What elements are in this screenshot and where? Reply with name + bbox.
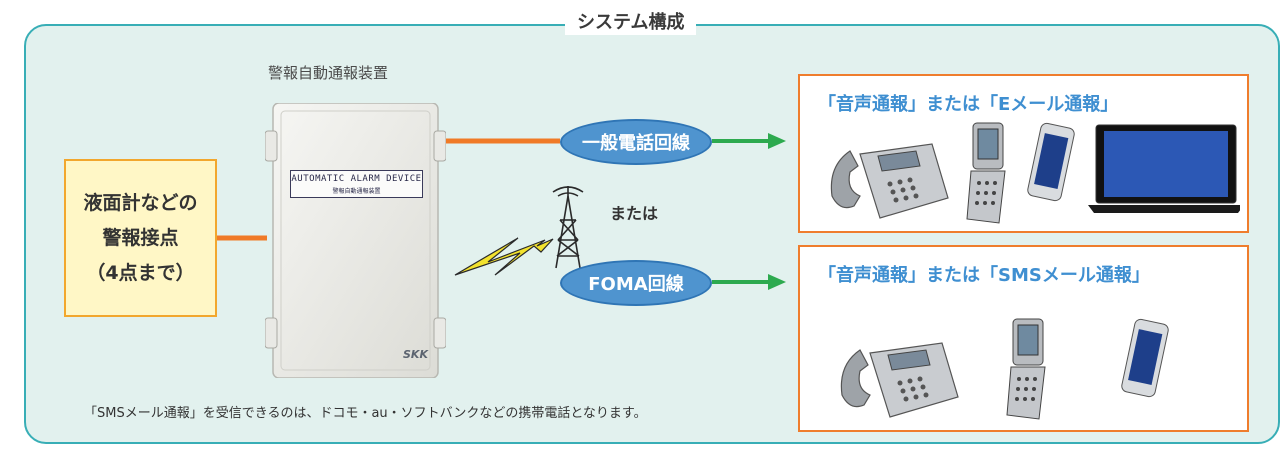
device-label-plate: AUTOMATIC ALARM DEVICE 警報自動通報装置 bbox=[290, 170, 423, 198]
panel-voice-sms: 「音声通報」または「SMSメール通報」 bbox=[798, 245, 1249, 432]
phone-line-bubble: 一般電話回線 bbox=[560, 119, 712, 165]
desk-phone-icon bbox=[840, 342, 959, 418]
alarm-device-box bbox=[265, 103, 446, 378]
phone-line-label: 一般電話回線 bbox=[582, 133, 690, 154]
alarm-contact-box: 液面計などの 警報接点 （4点まで） bbox=[64, 159, 217, 317]
panel-voice-email-title: 「音声通報」または「Eメール通報」 bbox=[818, 94, 1119, 115]
panel-voice-email: 「音声通報」または「Eメール通報」 bbox=[798, 74, 1249, 233]
contact-line-2: 警報接点 bbox=[102, 226, 179, 249]
foma-line-bubble: FOMA回線 bbox=[560, 260, 712, 306]
contact-line-1: 液面計などの bbox=[83, 191, 198, 214]
sms-footnote: 「SMSメール通報」を受信できるのは、ドコモ・au・ソフトバンクなどの携帯電話と… bbox=[84, 406, 647, 421]
smartphone-icon bbox=[1027, 122, 1075, 202]
laptop-icon bbox=[1088, 124, 1240, 213]
or-label: または bbox=[610, 204, 659, 223]
bottom-arrow bbox=[712, 274, 786, 290]
top-arrow bbox=[712, 133, 786, 149]
device-plate-japanese: 警報自動通報装置 bbox=[332, 188, 381, 195]
desk-phone-icon bbox=[830, 143, 949, 219]
diagram-title: システム構成 bbox=[565, 11, 697, 35]
panel-voice-email-devices bbox=[830, 122, 1240, 224]
smartphone-icon bbox=[1121, 318, 1169, 398]
foma-line-label: FOMA回線 bbox=[588, 274, 684, 295]
flip-phone-icon bbox=[1006, 318, 1046, 420]
panel-voice-sms-devices bbox=[840, 318, 1169, 420]
device-caption: 警報自動通報装置 bbox=[268, 64, 389, 82]
antenna-tower-icon bbox=[552, 186, 584, 269]
flip-phone-icon bbox=[966, 122, 1006, 224]
contact-line-3: （4点まで） bbox=[86, 261, 195, 284]
device-plate-english: AUTOMATIC ALARM DEVICE bbox=[291, 174, 422, 184]
alarm-device: AUTOMATIC ALARM DEVICE 警報自動通報装置 SKK bbox=[265, 103, 446, 378]
lightning-icon bbox=[454, 237, 554, 276]
panel-voice-sms-title: 「音声通報」または「SMSメール通報」 bbox=[818, 265, 1150, 286]
device-brand-logo: SKK bbox=[403, 348, 428, 361]
